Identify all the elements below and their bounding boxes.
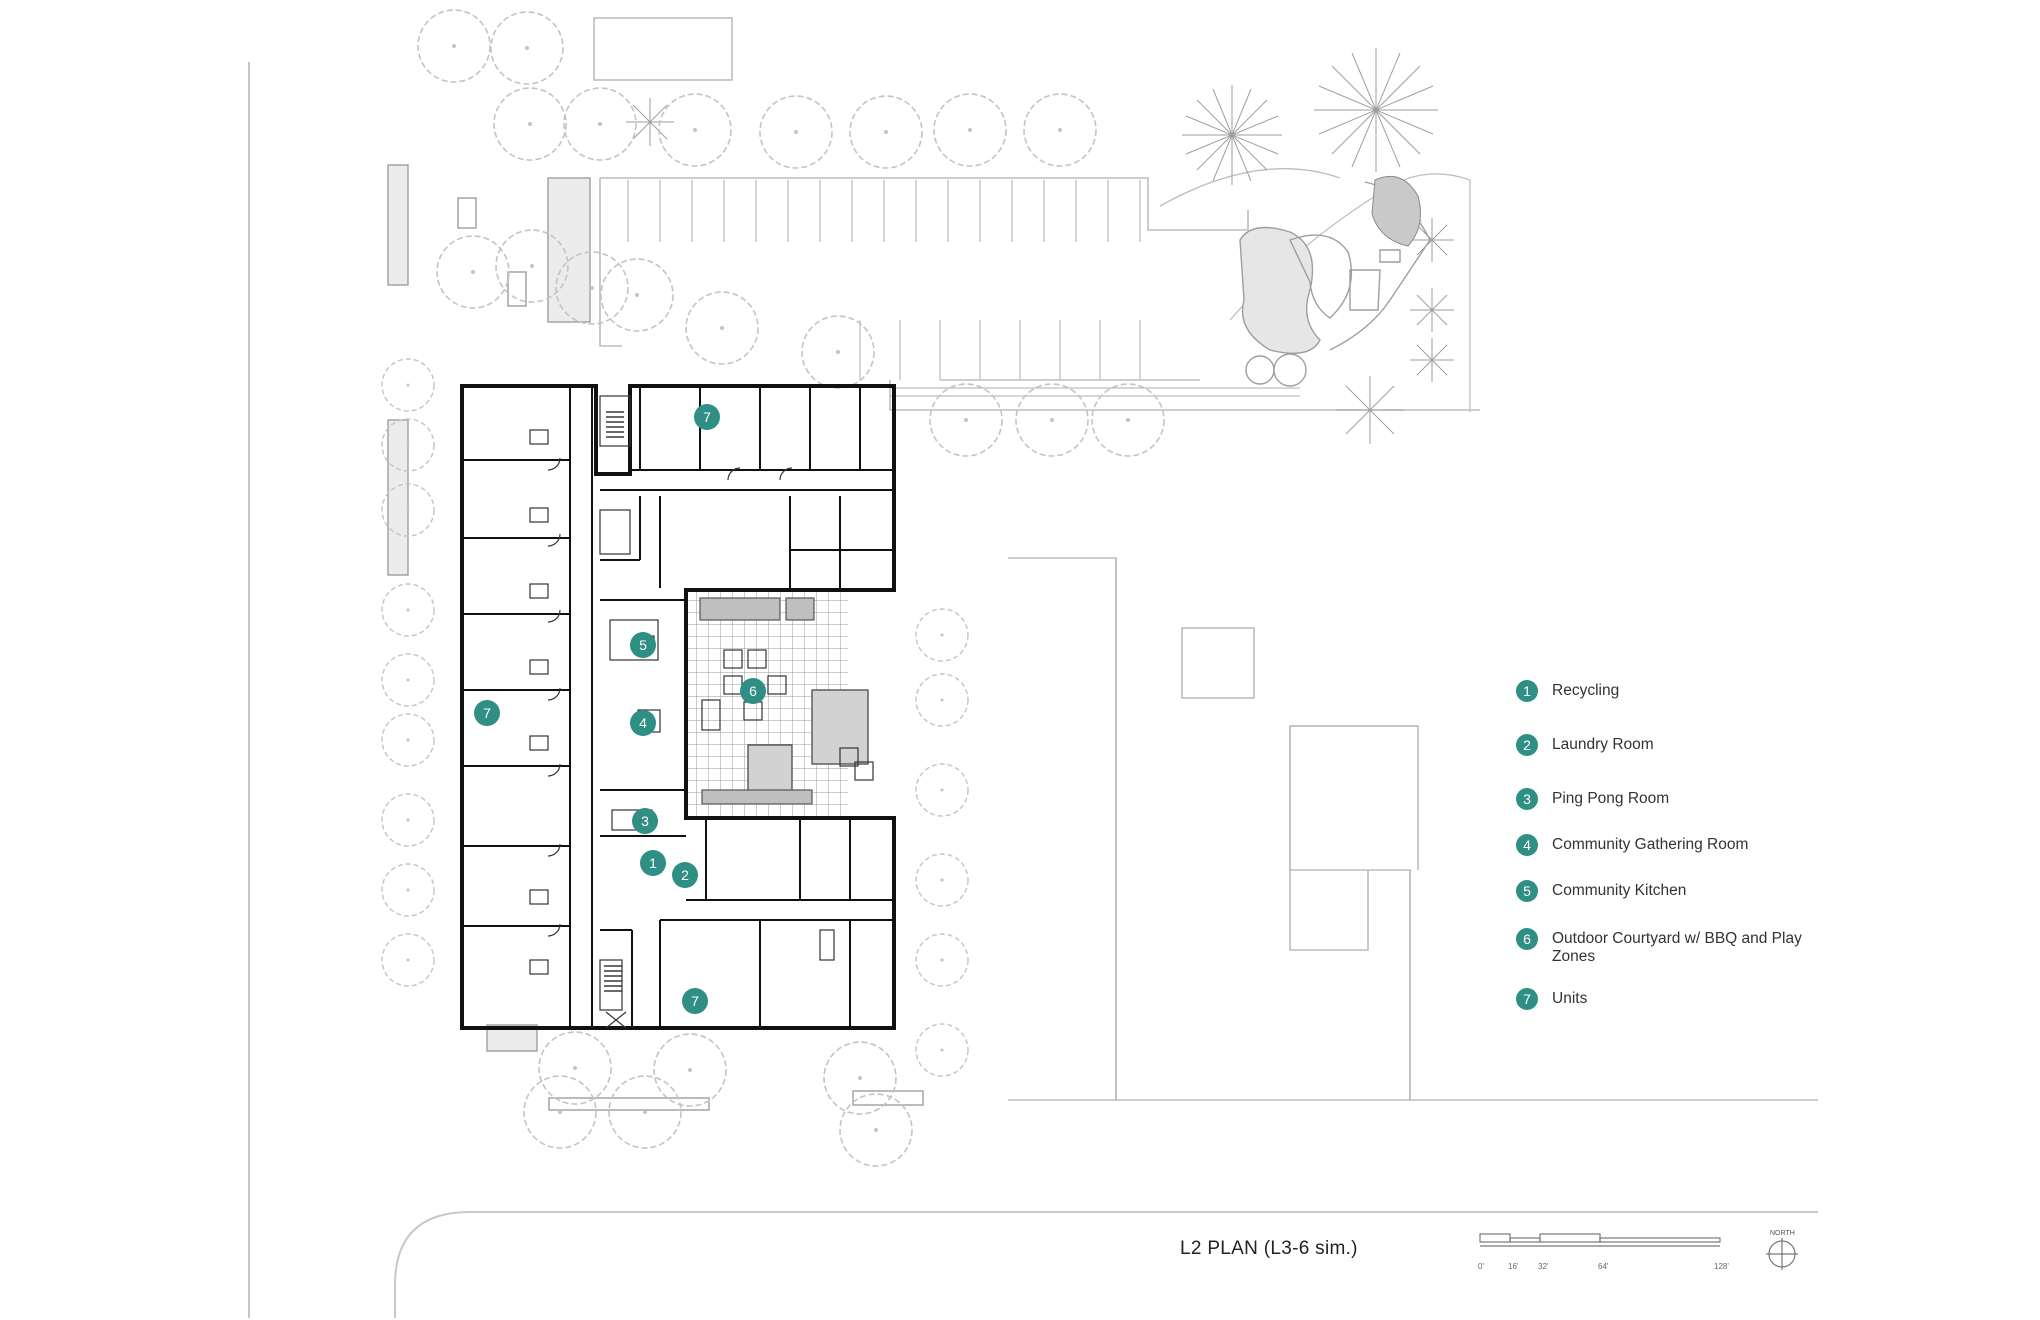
legend-label: Units	[1552, 990, 1588, 1007]
scale-label: 128'	[1714, 1262, 1729, 1271]
legend-badge: 5	[1516, 880, 1538, 902]
street-lines	[248, 62, 1818, 1318]
plan-marker-recycling: 1	[640, 850, 666, 876]
scale-label: 16'	[1508, 1262, 1519, 1271]
legend-label: Ping Pong Room	[1552, 790, 1670, 807]
plan-marker-units-west: 7	[474, 700, 500, 726]
north-label: NORTH	[1770, 1230, 1795, 1237]
plan-marker-laundry: 2	[672, 862, 698, 888]
courtyard	[688, 592, 892, 816]
legend-label: Recycling	[1552, 682, 1620, 699]
stair-cores	[604, 411, 624, 992]
building-exterior	[460, 384, 896, 1030]
legend-badge: 4	[1516, 834, 1538, 856]
legend-badge: 3	[1516, 788, 1538, 810]
scale-label: 0'	[1478, 1262, 1484, 1271]
legend-item-gathering: 4 Community Gathering Room	[1516, 834, 1812, 856]
plan-marker-gathering: 4	[630, 710, 656, 736]
legend: 1 Recycling 2 Laundry Room 3 Ping Pong R…	[1516, 0, 1916, 1320]
plan-marker-kitchen: 5	[630, 632, 656, 658]
legend-label: Community Gathering Room	[1552, 836, 1749, 853]
legend-label: Laundry Room	[1552, 736, 1654, 753]
plan-marker-courtyard: 6	[740, 678, 766, 704]
plan-title: L2 PLAN (L3-6 sim.)	[1180, 1238, 1358, 1259]
legend-label: Community Kitchen	[1552, 882, 1687, 899]
plan-marker-units-north: 7	[694, 404, 720, 430]
shrub-cluster	[1371, 176, 1421, 247]
legend-item-kitchen: 5 Community Kitchen	[1516, 880, 1812, 902]
plan-marker-units-south: 7	[682, 988, 708, 1014]
legend-badge: 1	[1516, 680, 1538, 702]
legend-badge: 7	[1516, 988, 1538, 1010]
scale-bar	[1479, 1233, 1721, 1247]
parking-stripes	[627, 180, 1141, 380]
neighbor-buildings	[593, 17, 1818, 1101]
legend-item-units: 7 Units	[1516, 988, 1812, 1010]
legend-badge: 6	[1516, 928, 1538, 950]
interior-walls	[462, 386, 894, 1028]
scale-label: 64'	[1598, 1262, 1609, 1271]
legend-item-laundry: 2 Laundry Room	[1516, 734, 1812, 756]
parking-lot	[599, 177, 1480, 411]
palm-trees	[626, 48, 1454, 444]
legend-item-courtyard: 6 Outdoor Courtyard w/ BBQ and Play Zone…	[1516, 928, 1812, 966]
playground	[1239, 181, 1431, 387]
scale-label: 32'	[1538, 1262, 1549, 1271]
legend-label: Outdoor Courtyard w/ BBQ and Play Zones	[1552, 930, 1802, 965]
legend-badge: 2	[1516, 734, 1538, 756]
legend-item-ping-pong: 3 Ping Pong Room	[1516, 788, 1812, 810]
north-arrow-icon	[1766, 1238, 1798, 1270]
legend-item-recycling: 1 Recycling	[1516, 680, 1812, 702]
plan-marker-ping-pong: 3	[632, 808, 658, 834]
